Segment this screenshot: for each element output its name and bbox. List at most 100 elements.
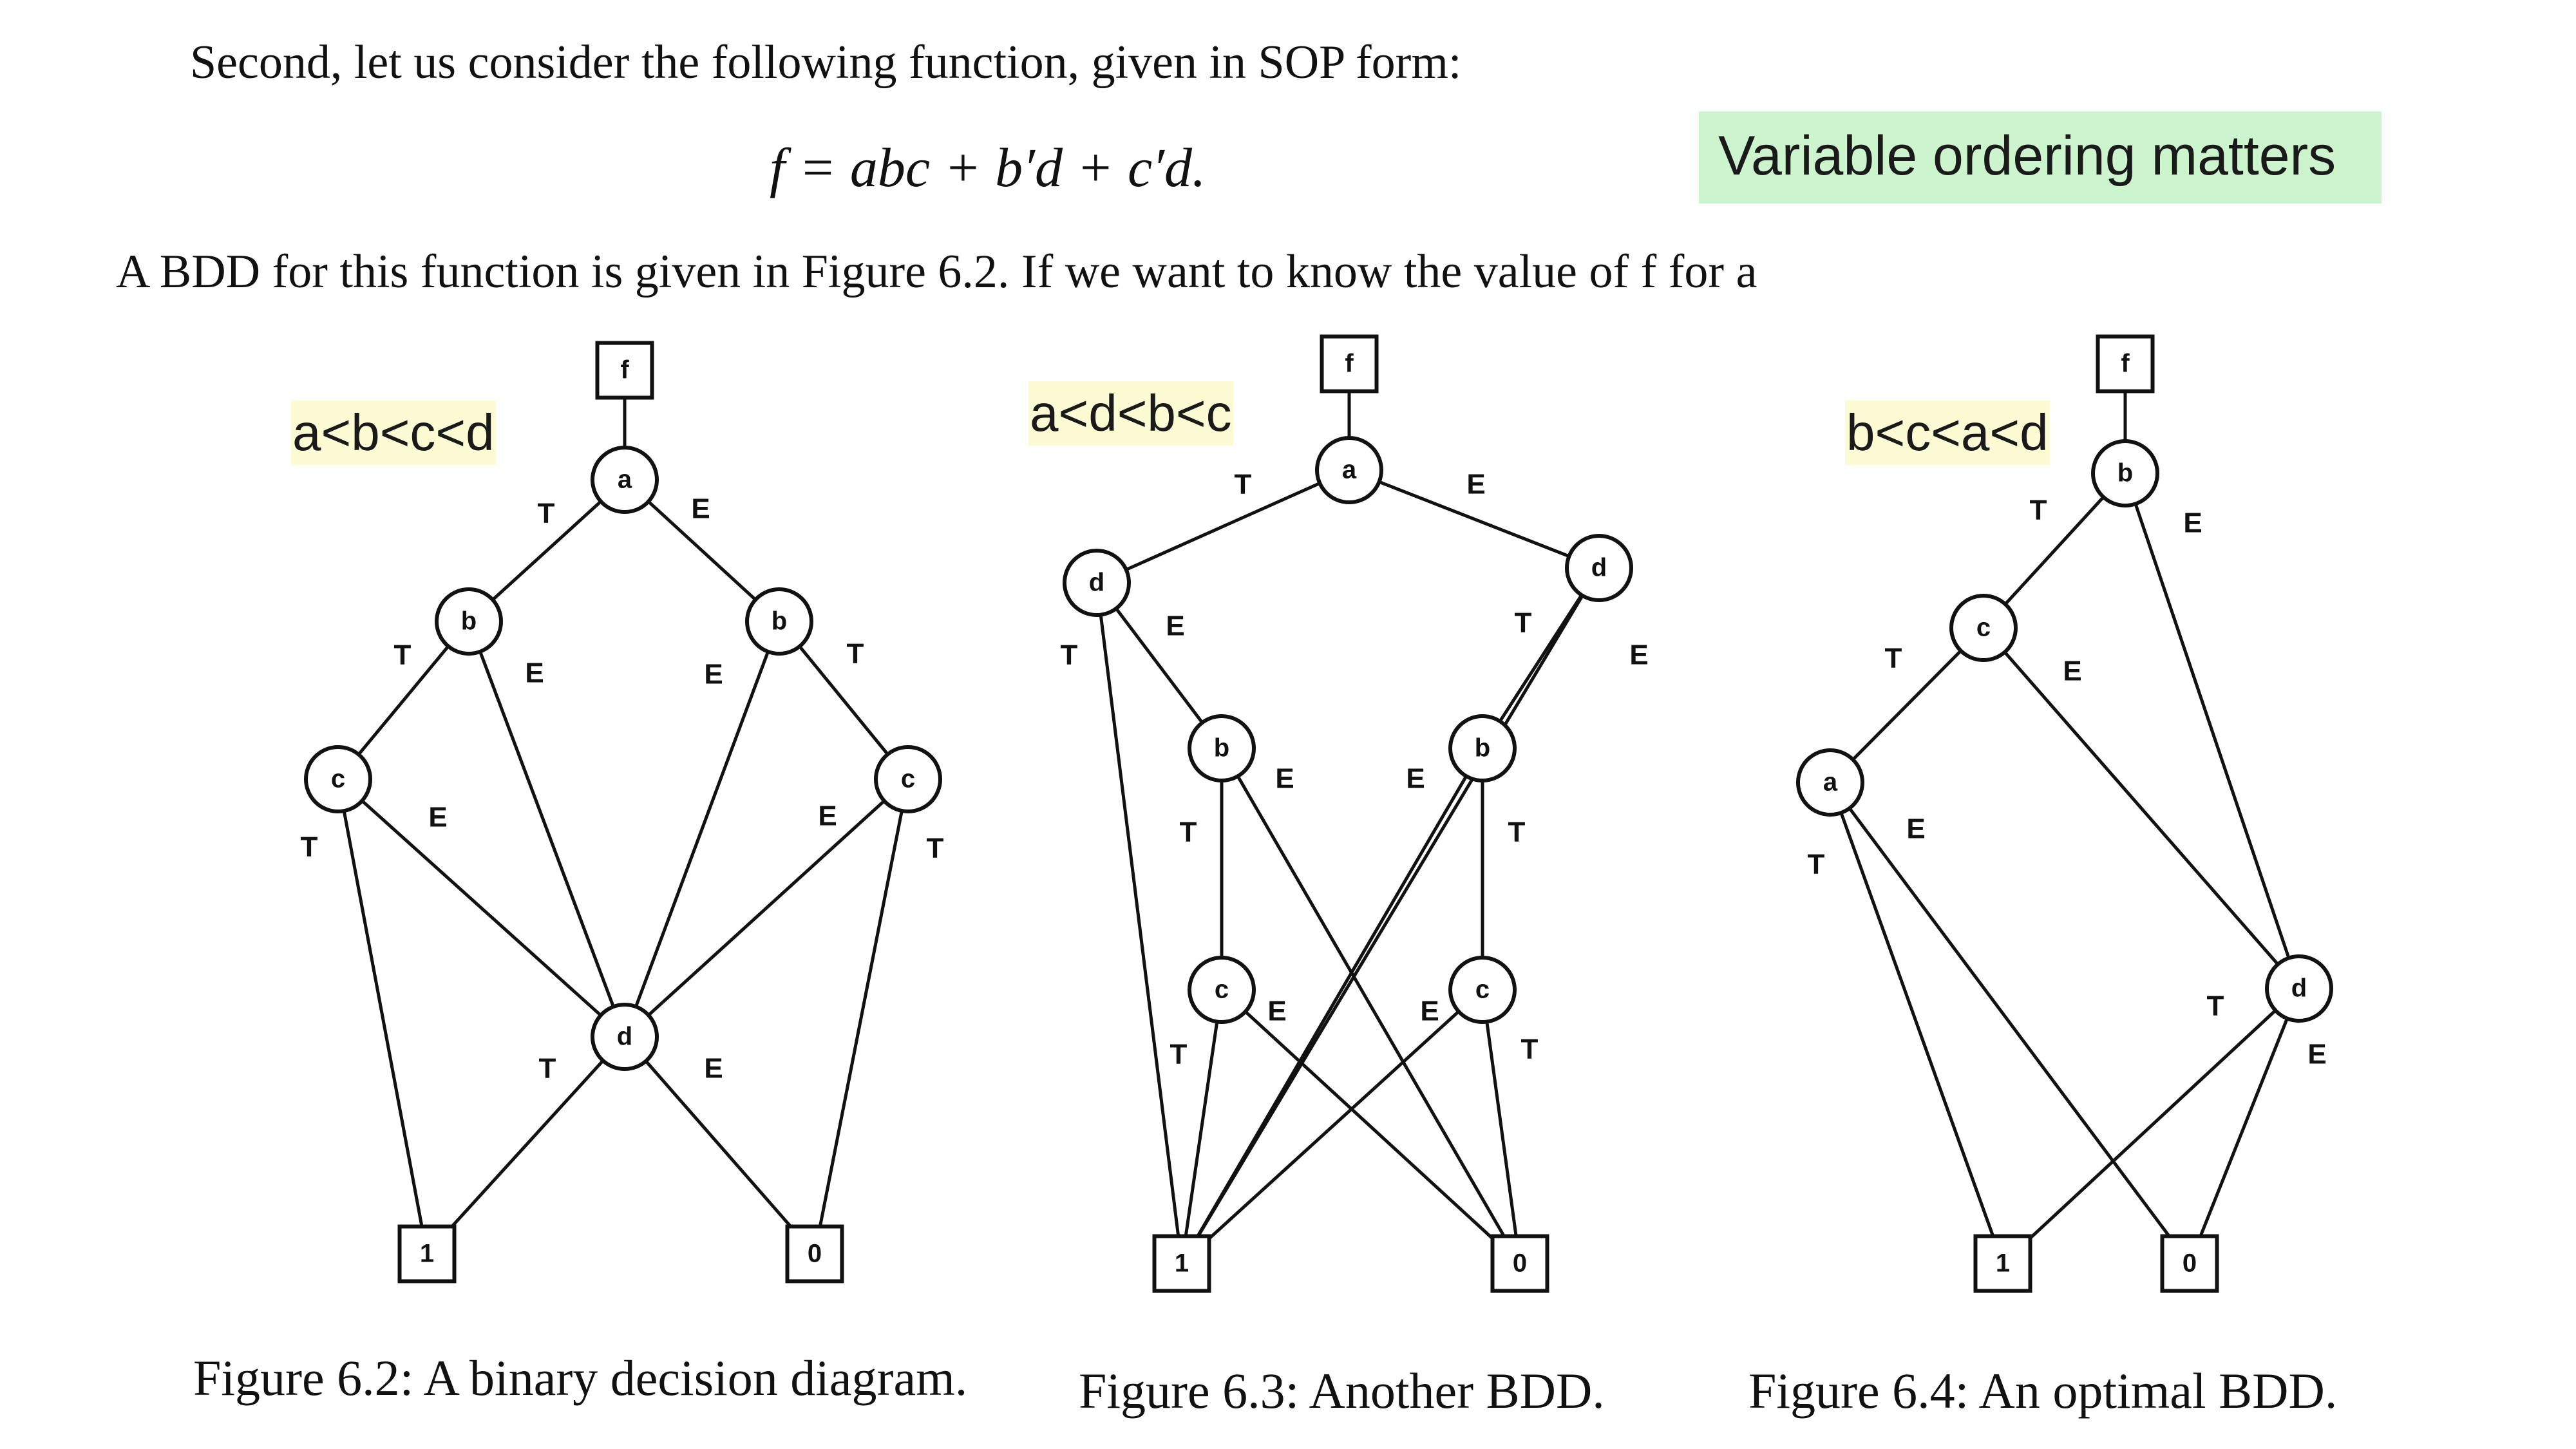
ordering-label-2: a<d<b<c xyxy=(1028,381,1233,446)
edge-label-t: T xyxy=(394,639,412,671)
edge-label-t: T xyxy=(1180,817,1197,848)
edge-c-a xyxy=(1852,649,1962,761)
node-label: d xyxy=(1089,569,1104,597)
edge-label-e: E xyxy=(691,493,710,525)
edge-label-e: E xyxy=(1466,469,1485,500)
node-label: b xyxy=(461,607,477,636)
edge-label-t: T xyxy=(1235,469,1252,500)
edge-c1-d xyxy=(361,799,602,1017)
bdd-node-a: a xyxy=(1796,748,1864,817)
bdd-node-d2: d xyxy=(1565,534,1633,602)
edge-c1-zero xyxy=(1244,1010,1494,1240)
edge-label-t: T xyxy=(847,638,864,670)
bdd-node-b1: b xyxy=(435,587,503,656)
bdd-node-c1: c xyxy=(304,745,372,813)
terminal-box-zero: 0 xyxy=(1490,1234,1549,1293)
edge-b2-one xyxy=(1196,775,1468,1237)
edge-c1-one xyxy=(342,810,424,1227)
node-label: a xyxy=(1823,768,1838,797)
edge-c2-one xyxy=(1208,1010,1460,1240)
terminal-box-one: 1 xyxy=(397,1224,457,1283)
node-label: 1 xyxy=(1175,1249,1189,1278)
node-label: c xyxy=(1976,614,1991,642)
edge-label-e: E xyxy=(704,1053,723,1084)
node-label: a xyxy=(1342,456,1357,484)
edge-d2-one xyxy=(1197,594,1584,1237)
edge-b2-d xyxy=(634,650,770,1008)
node-label: 1 xyxy=(1996,1249,2010,1278)
node-label: b xyxy=(1214,734,1229,762)
bdd-node-d: d xyxy=(591,1003,659,1071)
edge-d2-b2 xyxy=(1499,594,1583,723)
edge-label-e: E xyxy=(2183,507,2202,539)
edge-label-t: T xyxy=(539,1053,556,1084)
edge-c1-one xyxy=(1184,1021,1219,1236)
edge-label-e: E xyxy=(818,800,837,832)
edge-label-e: E xyxy=(428,802,447,833)
edge-c2-d xyxy=(647,799,886,1017)
node-label: b xyxy=(2117,459,2133,488)
edge-label-e: E xyxy=(1166,611,1184,642)
root-box-f: f xyxy=(595,341,654,400)
node-label: 0 xyxy=(2183,1249,2197,1278)
terminal-box-zero: 0 xyxy=(785,1224,844,1283)
figure-caption-2: Figure 6.3: Another BDD. xyxy=(1079,1363,1605,1419)
edge-label-t: T xyxy=(2030,495,2047,526)
node-label: b xyxy=(1475,734,1490,762)
edge-d1-b1 xyxy=(1115,607,1204,724)
root-box-f: f xyxy=(1320,334,1379,393)
edge-b1-c1 xyxy=(357,645,450,756)
edge-label-t: T xyxy=(1515,607,1532,639)
edge-label-e: E xyxy=(1906,813,1925,845)
edge-c2-zero xyxy=(818,810,904,1227)
figure-caption-1: Figure 6.2: A binary decision diagram. xyxy=(193,1350,968,1406)
bdd-node-a: a xyxy=(1315,436,1383,504)
node-label: d xyxy=(617,1023,632,1051)
edge-c2-zero xyxy=(1485,1021,1518,1236)
edge-d-zero xyxy=(2199,1018,2289,1237)
node-label: f xyxy=(1345,350,1354,378)
bdd-node-c2: c xyxy=(1448,956,1517,1024)
edge-label-t: T xyxy=(927,833,944,864)
edge-c-d xyxy=(2003,650,2279,966)
node-label: f xyxy=(620,356,629,384)
edge-b-d xyxy=(2134,503,2291,959)
edge-label-t: T xyxy=(1508,817,1526,848)
edge-d-one xyxy=(2029,1009,2277,1240)
node-label: d xyxy=(1591,554,1607,582)
edge-label-t: T xyxy=(1808,849,1825,880)
node-label: 0 xyxy=(1513,1249,1527,1278)
figure-caption-3: Figure 6.4: An optimal BDD. xyxy=(1748,1363,2338,1419)
node-label: c xyxy=(901,765,915,793)
node-label: 1 xyxy=(420,1240,434,1268)
node-label: c xyxy=(1215,976,1229,1004)
node-label: f xyxy=(2121,350,2130,378)
edge-a-zero xyxy=(1848,807,2171,1237)
edge-b2-c2 xyxy=(798,645,889,755)
edge-label-t: T xyxy=(1061,639,1078,671)
edge-label-e: E xyxy=(2063,656,2081,687)
edge-label-t: T xyxy=(2207,990,2224,1022)
ordering-label-3: b<c<a<d xyxy=(1845,401,2050,465)
bdd-node-c: c xyxy=(1949,594,2018,662)
bdd-node-b2: b xyxy=(745,587,813,656)
paragraph-text: A BDD for this function is given in Figu… xyxy=(116,245,1757,298)
edge-label-e: E xyxy=(704,659,723,690)
node-label: b xyxy=(772,607,787,636)
edge-a-d1 xyxy=(1125,482,1321,571)
terminal-box-one: 1 xyxy=(1152,1234,1211,1293)
edge-a-one xyxy=(1839,812,1995,1237)
terminal-box-zero: 0 xyxy=(2160,1234,2219,1293)
bdd-node-b: b xyxy=(2091,439,2159,507)
edge-label-e: E xyxy=(1629,639,1648,671)
node-label: d xyxy=(2291,974,2307,1003)
edge-label-e: E xyxy=(1420,996,1439,1027)
edge-d-one xyxy=(450,1059,605,1228)
ordering-callout: Variable ordering matters xyxy=(1699,111,2382,204)
node-label: c xyxy=(331,765,345,793)
ordering-label-1: a<b<c<d xyxy=(291,401,496,465)
